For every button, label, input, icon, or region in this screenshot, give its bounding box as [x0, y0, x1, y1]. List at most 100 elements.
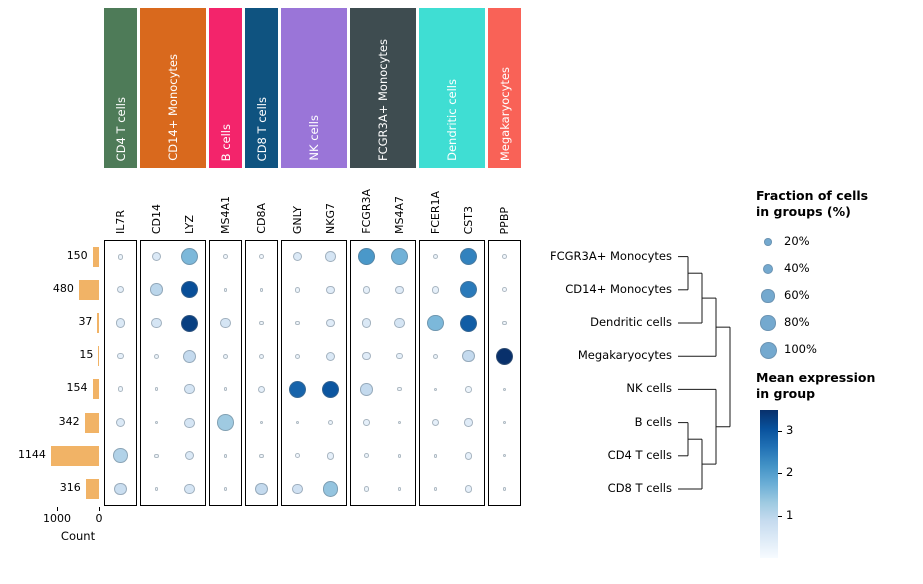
count-value: 342 [58, 414, 80, 428]
gene-label-text: CD14 [150, 203, 163, 234]
dot [292, 251, 303, 262]
dot [433, 453, 438, 458]
row-label-dendritic-cells: Dendritic cells [590, 315, 672, 329]
size-legend-title-line2: in groups (%) [756, 204, 851, 220]
dot [289, 380, 306, 398]
row-label-fcgr3a-monocytes: FCGR3A+ Monocytes [549, 248, 672, 263]
dot [295, 420, 300, 425]
dot [259, 254, 264, 259]
dot [502, 320, 507, 326]
dot [427, 314, 444, 332]
count-bar [92, 246, 99, 267]
count-bar [98, 346, 99, 367]
row-label-cd14-monocytes: CD14+ Monocytes [565, 281, 672, 296]
dot [397, 387, 402, 392]
group-block-fcgr3a-monocytes: FCGR3A+ Monocytes [350, 8, 416, 168]
dot [114, 482, 127, 495]
gene-group-box [209, 240, 242, 506]
dot [361, 318, 372, 328]
dot [397, 453, 402, 458]
dot [496, 347, 513, 365]
group-block-dendritic-cells: Dendritic cells [419, 8, 485, 168]
count-bar [84, 412, 99, 433]
dot [326, 285, 335, 295]
gene-group-box [488, 240, 521, 506]
group-block-label: CD14+ Monocytes [166, 54, 180, 161]
dot [502, 287, 507, 293]
dot [258, 353, 265, 359]
colorbar-tick-label: 3 [786, 423, 794, 438]
count-value: 154 [66, 381, 88, 395]
group-block-cd8-t-cells: CD8 T cells [245, 8, 278, 168]
dot [464, 418, 473, 427]
gene-label-ms4a1: MS4A1 [217, 174, 235, 236]
count-value: 1144 [17, 447, 46, 461]
dot [394, 317, 405, 329]
group-block-label: CD4 T cells [113, 96, 128, 161]
dot [363, 419, 370, 426]
legend: Fraction of cells in groups (%) Mean exp… [756, 188, 923, 584]
dot [322, 481, 339, 497]
count-axis-tick-1000 [57, 507, 58, 511]
dot [259, 420, 264, 425]
dot [326, 318, 335, 328]
gene-label-ms4a7: MS4A7 [391, 174, 409, 236]
gene-label-cst3: CST3 [460, 174, 478, 236]
dot [396, 352, 403, 360]
dot [151, 317, 162, 329]
dot [184, 417, 195, 428]
gene-label-text: GNLY [291, 205, 304, 234]
color-legend-title-line1: Mean expression [756, 370, 876, 385]
dot [462, 349, 475, 363]
gene-group-box [140, 240, 206, 506]
dot [223, 453, 228, 458]
dot [154, 420, 159, 425]
gene-label-text: MS4A1 [219, 196, 232, 234]
dendrogram [678, 256, 731, 490]
color-legend-title-line2: in group [756, 386, 816, 402]
group-block-label: FCGR3A+ Monocytes [376, 38, 390, 161]
gene-label-text: CST3 [462, 205, 475, 234]
row-label-nk-cells: NK cells [626, 381, 672, 396]
size-legend-label: 20% [784, 234, 810, 248]
count-value: 15 [79, 348, 94, 362]
dot [431, 418, 440, 427]
count-axis-tick-0 [99, 507, 100, 511]
dot [363, 486, 370, 492]
count-bar [78, 279, 99, 300]
dot [220, 317, 231, 329]
dot [181, 281, 198, 299]
row-label-b-cells: B cells [634, 414, 672, 429]
size-legend-dot [764, 238, 772, 246]
dot [432, 353, 439, 359]
dot [391, 248, 408, 265]
dot [322, 380, 339, 398]
gene-label-text: LYZ [183, 215, 196, 234]
gene-label-text: FCER1A [429, 190, 442, 234]
group-block-label: NK cells [307, 115, 321, 161]
group-block-cd4-t-cells: CD4 T cells [104, 8, 137, 168]
count-value: 150 [66, 248, 88, 262]
dot [150, 283, 163, 297]
count-bar [85, 479, 99, 499]
dot [364, 453, 369, 459]
gene-label-lyz: LYZ [181, 174, 199, 236]
group-block-cd14-monocytes: CD14+ Monocytes [140, 8, 206, 168]
dot [184, 483, 195, 495]
size-legend-dot [760, 315, 776, 331]
dot [397, 420, 402, 425]
count-bar [92, 379, 99, 400]
dot [465, 386, 472, 393]
colorbar [760, 410, 778, 558]
group-block-label: B cells [218, 123, 233, 161]
gene-label-cd8a: CD8A [253, 174, 271, 236]
dot [294, 286, 301, 293]
dot [358, 248, 375, 265]
size-legend-title: Fraction of cells in groups (%) [756, 188, 868, 221]
dot [397, 487, 402, 491]
group-block-label: Dendritic cells [445, 79, 459, 161]
size-legend-label: 80% [784, 315, 810, 329]
group-block-nk-cells: NK cells [281, 8, 347, 168]
size-legend-label: 40% [784, 261, 810, 275]
